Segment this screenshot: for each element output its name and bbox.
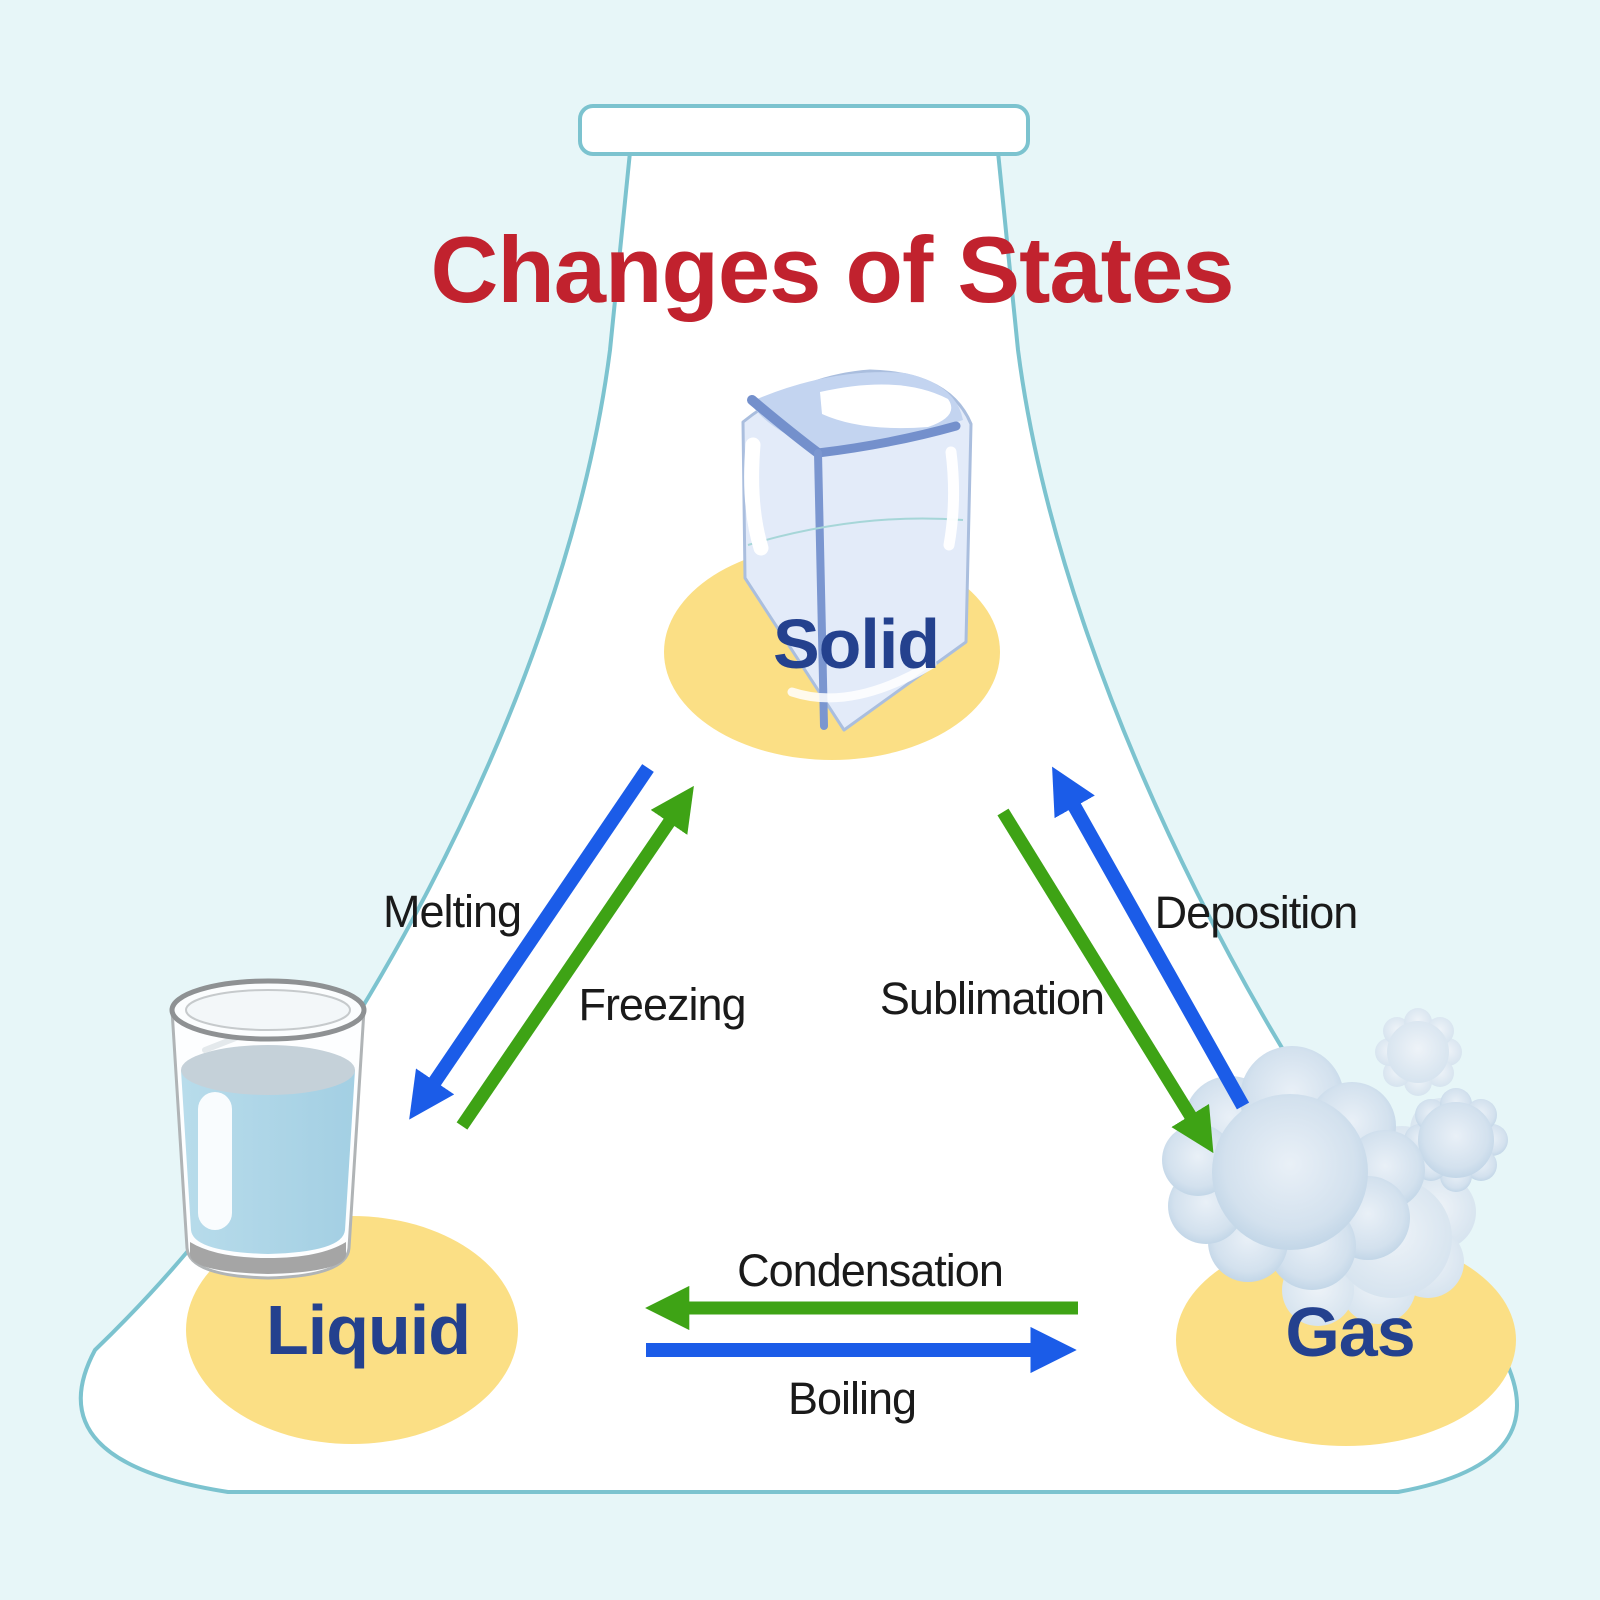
liquid-label: Liquid [266, 1291, 470, 1369]
freezing-arrow [456, 785, 694, 1130]
glass-of-water-icon [169, 978, 367, 1280]
condensation-label: Condensation [737, 1245, 1003, 1296]
vapor-clouds-icon [1162, 1008, 1508, 1326]
melting-label: Melting [383, 886, 521, 937]
flask-body [78, 150, 1519, 1494]
deposition-arrow [1052, 766, 1250, 1110]
flask-lip [578, 104, 1030, 156]
transition-arrows [409, 764, 1250, 1374]
gas-label: Gas [1285, 1293, 1414, 1371]
sublimation-arrow [997, 808, 1214, 1154]
melting-arrow [409, 764, 654, 1120]
freezing-label: Freezing [578, 979, 745, 1030]
ice-cube-icon [741, 369, 973, 732]
deposition-label: Deposition [1155, 887, 1358, 938]
solid-label: Solid [773, 605, 939, 683]
sublimation-label: Sublimation [880, 973, 1104, 1024]
boiling-label: Boiling [788, 1373, 916, 1424]
page-title: Changes of States [430, 217, 1233, 322]
